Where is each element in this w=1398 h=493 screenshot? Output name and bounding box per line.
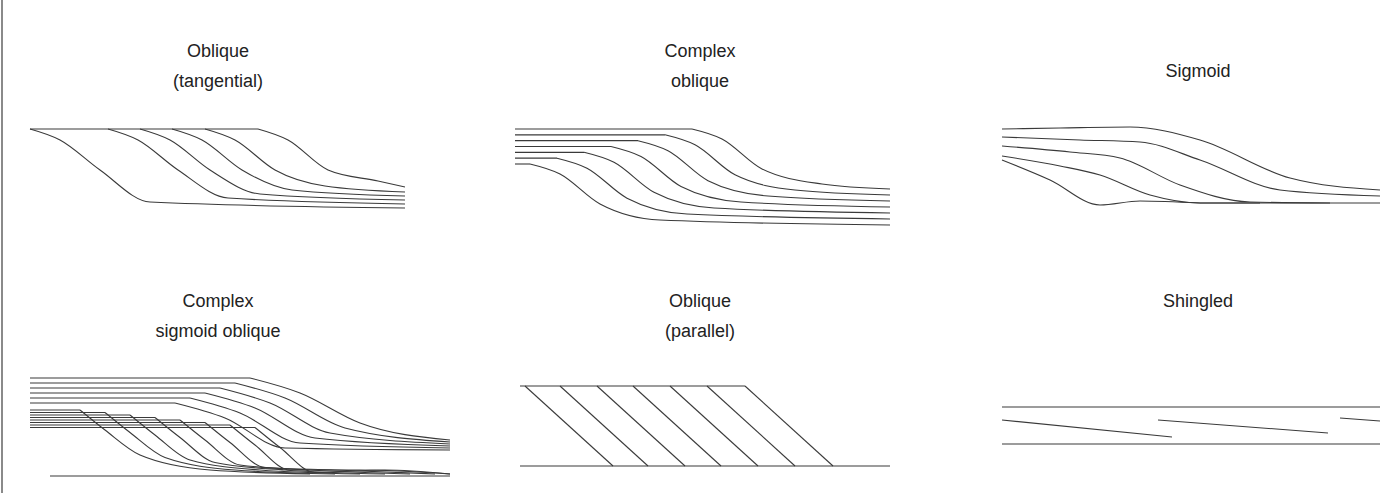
stratal-reflector — [205, 423, 435, 475]
stratal-reflector — [665, 135, 890, 195]
stratal-reflector — [520, 385, 745, 386]
stratal-reflector — [235, 383, 450, 442]
stratal-reflector — [205, 129, 405, 192]
stratal-reflector — [30, 397, 190, 398]
stratal-reflector — [1002, 443, 1380, 444]
stratal-reflector — [108, 129, 405, 204]
stratal-reflector — [30, 402, 175, 403]
stratal-reflector — [30, 128, 258, 129]
stratal-reflector — [745, 386, 833, 466]
stratal-reflector — [30, 387, 220, 388]
stratal-reflector — [520, 465, 890, 466]
stratal-reflector — [175, 403, 450, 450]
stratal-reflector — [258, 129, 405, 187]
stratal-reflector — [180, 420, 410, 474]
stratal-reflector — [707, 386, 795, 466]
stratal-reflector — [515, 128, 692, 129]
stratal-reflector — [30, 412, 105, 413]
stratal-reflector — [1002, 406, 1380, 407]
stratal-reflector — [255, 428, 450, 475]
pattern-label: Complex sigmoid oblique — [128, 286, 308, 346]
stratal-reflector — [105, 413, 335, 475]
stratal-reflector — [515, 140, 638, 141]
stratal-reflector — [515, 146, 611, 147]
stratal-reflector — [633, 386, 721, 466]
stratal-reflector — [1002, 160, 1200, 205]
stratal-reflector — [515, 158, 557, 159]
stratal-reflector — [692, 129, 890, 189]
frame-edge — [1, 0, 3, 493]
pattern-label: Sigmoid — [1098, 56, 1298, 86]
stratal-reflector — [1002, 146, 1330, 203]
pattern-label: Oblique (tangential) — [153, 36, 283, 96]
stratal-reflector — [30, 424, 230, 425]
pattern-label: Oblique (parallel) — [645, 286, 755, 346]
stratal-reflector — [30, 422, 205, 423]
stratal-reflector — [30, 392, 205, 393]
pattern-label: Complex oblique — [645, 36, 755, 96]
stratal-reflector — [1340, 418, 1380, 421]
stratal-reflector — [30, 382, 235, 383]
stratal-reflector — [155, 418, 385, 475]
stratal-reflector — [30, 417, 155, 418]
stratal-reflector — [30, 377, 250, 378]
stratal-reflector — [140, 129, 405, 200]
stratal-reflector — [250, 378, 450, 440]
stratal-reflector — [1002, 127, 1380, 190]
stratal-reflector — [205, 393, 450, 446]
stratal-reflector — [30, 129, 405, 208]
stratal-reflector — [584, 152, 890, 213]
stratal-reflector — [172, 129, 405, 196]
stratal-reflector — [1158, 420, 1328, 433]
stratal-reflector — [230, 425, 450, 474]
stratal-reflector — [670, 386, 758, 466]
stratal-reflector — [1002, 156, 1260, 203]
stratal-reflector — [638, 141, 890, 201]
stratal-reflector — [30, 414, 130, 415]
stratal-reflector — [611, 147, 890, 208]
stratal-reflector — [515, 163, 530, 164]
stratal-reflector — [50, 475, 450, 476]
stratal-reflector — [1200, 202, 1380, 203]
stratal-reflector — [515, 134, 665, 135]
stratal-reflector — [530, 164, 890, 225]
stratal-reflector — [560, 386, 648, 466]
stratal-reflector — [515, 152, 584, 153]
stratal-reflector — [597, 386, 685, 466]
stratal-reflector — [30, 419, 180, 420]
stratal-reflector — [30, 409, 80, 410]
stratal-reflector — [1002, 420, 1172, 437]
stratal-reflector — [1002, 137, 1380, 196]
stratal-reflector — [525, 386, 613, 466]
stratal-reflector — [30, 427, 255, 428]
stratal-reflector — [190, 398, 450, 448]
pattern-label: Shingled — [1098, 286, 1298, 316]
